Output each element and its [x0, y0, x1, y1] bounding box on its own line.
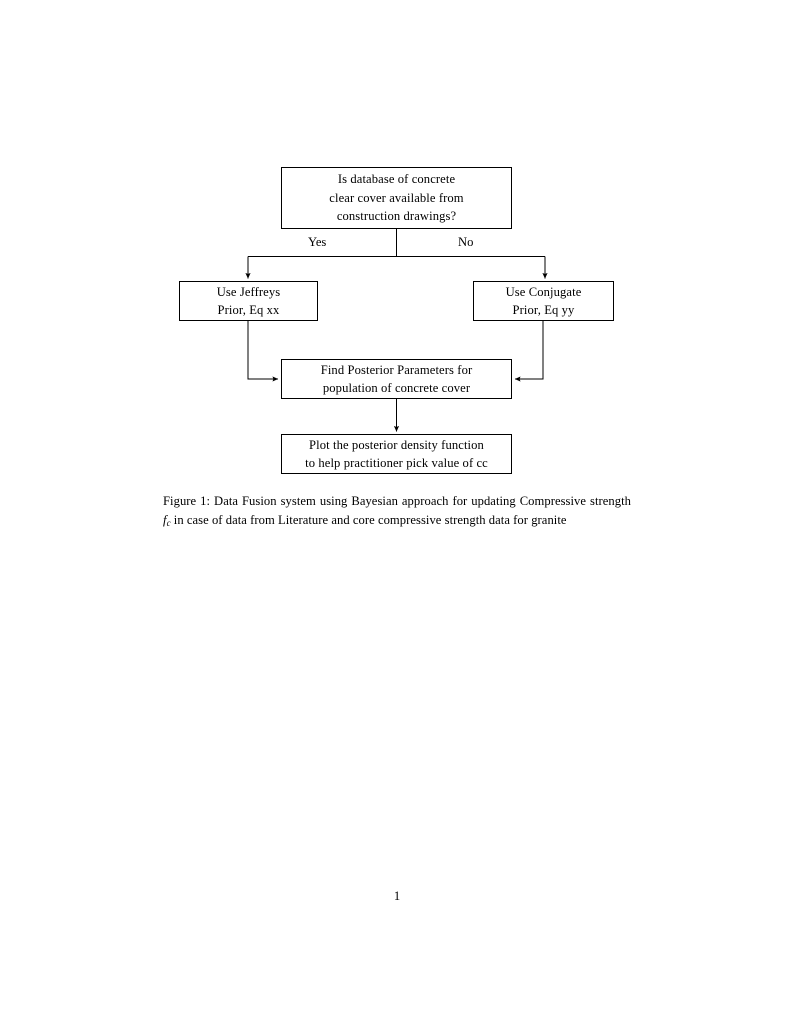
- branch-label-no: No: [458, 235, 474, 249]
- flowchart-node-plot-density: Plot the posterior density function to h…: [281, 434, 512, 474]
- node-jeffreys-line-1: Use Jeffreys: [216, 284, 281, 299]
- caption-part-1: Data Fusion system using Bayesian approa…: [210, 494, 631, 508]
- node-decision-line-1: Is database of concrete: [337, 172, 456, 187]
- node-posterior-line-1: Find Posterior Parameters for: [320, 362, 473, 377]
- flowchart-node-decision: Is database of concrete clear cover avai…: [281, 167, 512, 229]
- edge-jeffreys-to-posterior: [247, 321, 279, 382]
- node-plot-line-2: to help practitioner pick value of cc: [305, 456, 488, 470]
- caption-math-symbol: fc: [163, 513, 171, 529]
- caption-math-f: f: [163, 513, 167, 528]
- caption-math-subscript: c: [166, 518, 171, 529]
- caption-label: Figure 1:: [163, 494, 211, 508]
- figure-flowchart: Is database of concrete clear cover avai…: [0, 0, 794, 490]
- node-conjugate-line-2: Prior, Eq yy: [512, 303, 575, 317]
- node-posterior-line-2: population of concrete cover: [322, 381, 471, 395]
- flowchart-node-conjugate-prior: Use Conjugate Prior, Eq yy: [473, 281, 614, 321]
- node-jeffreys-line-2: Prior, Eq xx: [217, 303, 280, 317]
- page-number: 1: [393, 889, 401, 903]
- node-conjugate-line-1: Use Conjugate: [505, 284, 582, 299]
- node-decision-line-3: construction drawings?: [336, 209, 457, 224]
- branch-label-yes: Yes: [308, 235, 327, 249]
- figure-caption: Figure 1: Data Fusion system using Bayes…: [163, 492, 631, 534]
- edge-conjugate-to-posterior: [514, 321, 544, 382]
- flowchart-edges: [245, 229, 548, 432]
- flowchart-node-find-posterior: Find Posterior Parameters for population…: [281, 359, 512, 399]
- caption-part-2: in case of data from Literature and core…: [170, 513, 567, 528]
- node-plot-line-1: Plot the posterior density function: [309, 437, 484, 452]
- flowchart-node-jeffreys-prior: Use Jeffreys Prior, Eq xx: [179, 281, 318, 321]
- node-decision-line-2: clear cover available from: [329, 190, 464, 205]
